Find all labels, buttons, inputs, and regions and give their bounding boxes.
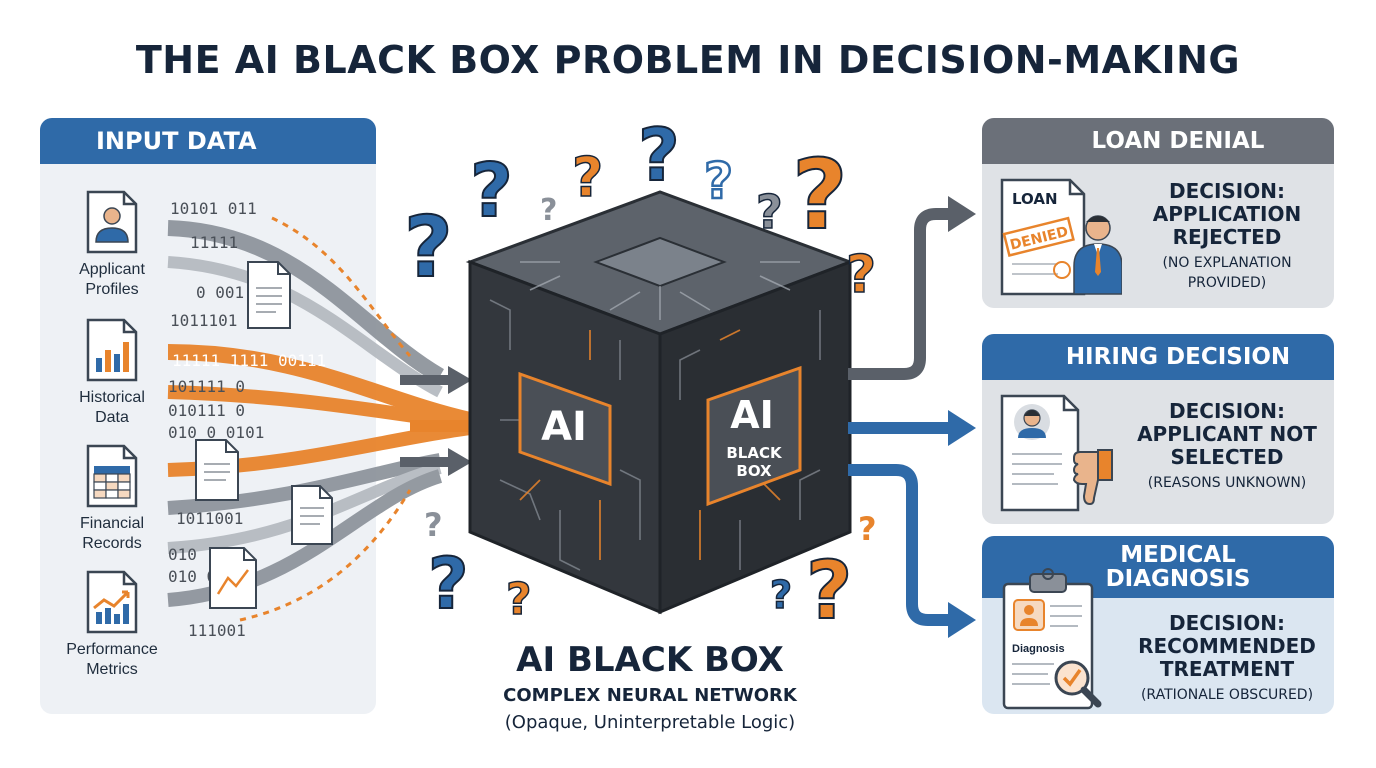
decision-line: DECISION:: [1169, 399, 1285, 423]
svg-text:?: ?: [770, 573, 792, 617]
cube-front-label: AI: [541, 404, 587, 450]
cube-side-label-big: AI: [730, 393, 774, 437]
black-box-title: AI BLACK BOX: [516, 640, 784, 680]
ai-black-box-cube: AI AI BLACK BOX: [465, 190, 855, 615]
cube-side-label-small: BOX: [736, 462, 772, 480]
svg-text:?: ?: [846, 245, 876, 305]
binary-text: 010 0: [168, 567, 216, 586]
output-header: LOAN DENIAL: [982, 118, 1334, 164]
medical-decision-text: DECISION: RECOMMENDED TREATMENT (RATIONA…: [1122, 612, 1332, 705]
input-label-line2: Records: [82, 535, 142, 552]
bar-chart-doc-icon: [86, 318, 138, 382]
reason-line: (REASONS UNKNOWN): [1147, 475, 1307, 491]
hiring-decision-text: DECISION: APPLICANT NOT SELECTED (REASON…: [1122, 400, 1332, 493]
input-item-applicant-profiles: Applicant Profiles: [62, 190, 162, 300]
person-doc-icon: [86, 190, 138, 254]
input-arrows: [400, 366, 500, 476]
binary-stream-text: 10101 011 11111 0 001 1011101 11111 1111…: [168, 199, 326, 640]
svg-text:?: ?: [806, 544, 852, 637]
trend-chart-doc-icon: [86, 570, 138, 634]
decision-line: REJECTED: [1172, 225, 1282, 249]
black-box-note: (Opaque, Uninterpretable Logic): [504, 712, 796, 733]
input-label-line2: Metrics: [86, 661, 138, 678]
output-header: HIRING DECISION: [982, 334, 1334, 380]
black-box-subtitle: COMPLEX NEURAL NETWORK: [503, 685, 797, 706]
dashed-trails: [239, 216, 412, 622]
input-data-panel: INPUT DATA Applicant Profiles Historical…: [40, 118, 376, 714]
output-arrows: [848, 196, 976, 638]
input-label-line1: Applicant: [79, 261, 145, 278]
floating-docs: [195, 261, 333, 609]
binary-text: 1011101: [170, 311, 237, 330]
input-data-header: INPUT DATA: [40, 118, 376, 164]
binary-text: 10101 011: [170, 199, 257, 218]
decision-line: DECISION:: [1169, 179, 1285, 203]
svg-text:?: ?: [792, 139, 848, 251]
svg-text:?: ?: [506, 574, 532, 625]
binary-text: 010: [168, 545, 197, 564]
denied-letter-icon: LOAN DENIED: [1000, 178, 1122, 296]
svg-text:?: ?: [470, 148, 513, 234]
header-line: MEDICAL: [1120, 542, 1236, 568]
clipboard-magnifier-icon: Diagnosis: [1002, 568, 1102, 710]
thumbs-down-icon: [1000, 394, 1113, 512]
question-marks: ? ? ? ? ? ? ? ? ? ? ? ? ? ? ?: [403, 112, 877, 638]
output-panel-hiring-decision: HIRING DECISION DECISION: APPLICANT NOT …: [982, 334, 1334, 524]
svg-text:?: ?: [404, 198, 453, 296]
reason-line: PROVIDED): [1187, 275, 1267, 291]
decision-line: SELECTED: [1170, 445, 1284, 469]
decision-line: RECOMMENDED: [1138, 634, 1316, 658]
svg-text:?: ?: [572, 146, 603, 209]
decision-line: TREATMENT: [1159, 657, 1295, 681]
output-panel-medical-diagnosis: MEDICAL DIAGNOSIS Diagnosis DECISION: RE…: [982, 536, 1334, 714]
input-item-historical-data: Historical Data: [62, 318, 162, 428]
binary-text: 0 001: [196, 283, 244, 302]
diagnosis-card-title: Diagnosis: [1012, 643, 1065, 655]
loan-decision-text: DECISION: APPLICATION REJECTED (NO EXPLA…: [1122, 180, 1332, 293]
input-label-line1: Financial: [79, 515, 145, 532]
binary-text: 1011001: [176, 509, 243, 528]
header-line: DIAGNOSIS: [1105, 566, 1251, 592]
binary-text: 11111 1111 00111: [172, 351, 326, 370]
svg-text:?: ?: [424, 506, 443, 544]
binary-text: 101111 0: [168, 377, 245, 396]
spreadsheet-doc-icon: [86, 444, 138, 508]
decision-line: DECISION:: [1169, 611, 1285, 635]
input-label-line1: Performance: [66, 641, 158, 658]
binary-text: 010111 0: [168, 401, 245, 420]
reason-line: (RATIONALE OBSCURED): [1140, 687, 1314, 703]
svg-text:?: ?: [428, 543, 469, 625]
input-label-line2: Data: [95, 409, 129, 426]
input-label-line1: Historical: [79, 389, 145, 406]
reason-line: (NO EXPLANATION: [1162, 255, 1292, 271]
input-item-performance-metrics: Performance Metrics: [62, 570, 162, 680]
output-panel-loan-denial: LOAN DENIAL LOAN DENIED DECISION: APPLIC…: [982, 118, 1334, 308]
input-label-line2: Profiles: [85, 281, 139, 298]
svg-text:?: ?: [638, 113, 680, 197]
input-item-financial-records: Financial Records: [62, 444, 162, 554]
cube-side-label-small: BLACK: [726, 444, 783, 462]
svg-text:?: ?: [858, 510, 877, 548]
binary-text: 111001: [188, 621, 246, 640]
binary-text: 11111: [190, 233, 238, 252]
binary-text: 010 0 0101: [168, 423, 264, 442]
page-title: THE AI BLACK BOX PROBLEM IN DECISION-MAK…: [135, 38, 1241, 82]
svg-text:?: ?: [704, 152, 733, 210]
decision-line: APPLICATION: [1152, 202, 1302, 226]
decision-line: APPLICANT NOT: [1137, 422, 1317, 446]
svg-text:?: ?: [756, 185, 783, 239]
svg-text:?: ?: [540, 193, 557, 228]
loan-card-title: LOAN: [1012, 190, 1058, 208]
